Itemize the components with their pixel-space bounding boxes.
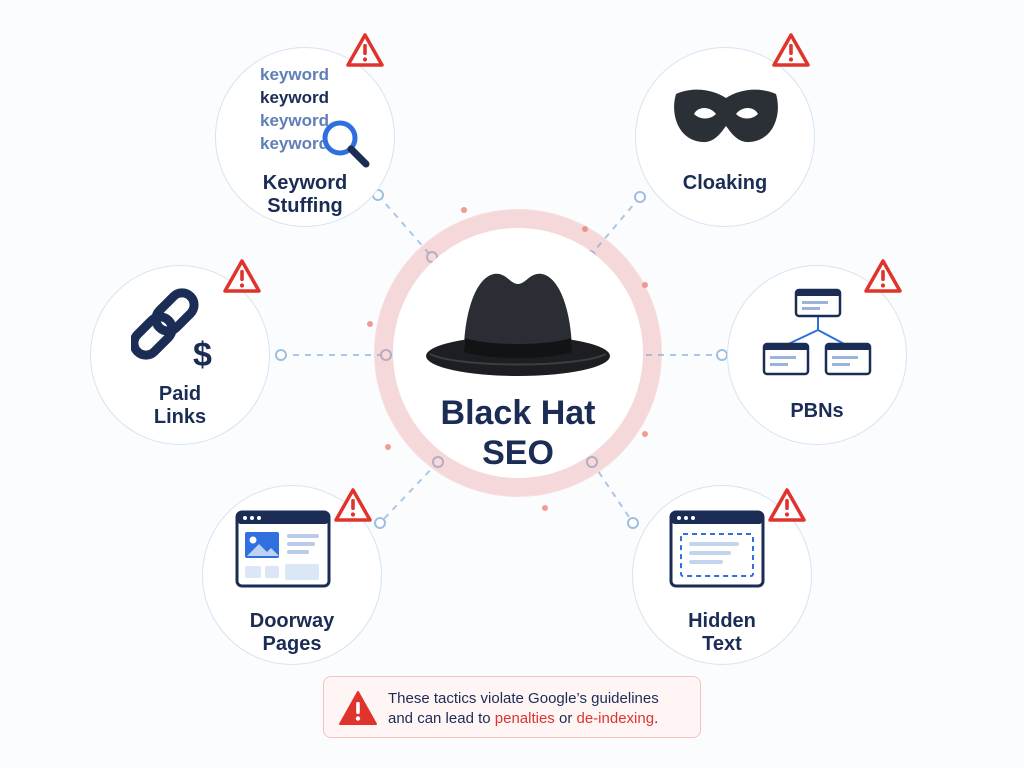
warning-triangle-icon <box>339 691 377 725</box>
keyword-list: keyword keyword keyword keyword <box>260 63 360 163</box>
warning-triangle-icon <box>772 33 810 67</box>
note-line-2-prefix: and can lead to <box>388 710 495 727</box>
connector-cloaking <box>589 196 641 257</box>
connector-doorway-pages <box>379 461 439 524</box>
keyword-text: keyword <box>260 111 329 130</box>
note-line-2: and can lead to penalties or de-indexing… <box>388 709 659 729</box>
node-label: Cloaking <box>682 172 768 194</box>
node-label: PBNs <box>790 400 844 422</box>
warning-triangle-icon <box>346 33 384 67</box>
node-cloaking: Cloaking <box>635 47 815 227</box>
dollar-sign-icon: $ <box>193 336 212 374</box>
warning-note-text: These tactics violate Google’s guideline… <box>388 689 659 729</box>
node-label: Paid Links <box>153 383 207 428</box>
connector-keyword-stuffing <box>377 194 433 258</box>
keyword-text: keyword <box>260 65 329 84</box>
warning-note: These tactics violate Google’s guideline… <box>323 676 701 738</box>
warning-triangle-icon <box>864 259 902 293</box>
network-sites-icon <box>762 288 872 376</box>
chain-link-dollar-icon: $ <box>131 288 212 374</box>
note-end: . <box>654 710 659 727</box>
keyword-text: keyword <box>260 88 329 107</box>
deindexing-text: de-indexing <box>576 710 655 727</box>
node-pbns: PBNs <box>727 265 907 445</box>
connector-hidden-text <box>591 461 634 524</box>
node-doorway-pages: Doorway Pages <box>202 485 382 665</box>
node-hidden-text: Hidden Text <box>632 485 812 665</box>
node-keyword-stuffing: keyword keyword keyword keyword Keyword … <box>215 47 395 227</box>
center-title: Black Hat SEO <box>440 394 596 472</box>
node-label: Doorway Pages <box>249 610 335 655</box>
keyword-text: keyword <box>260 134 329 153</box>
eye-mask-icon <box>674 89 778 143</box>
fedora-hat-icon <box>426 273 610 376</box>
penalties-text: penalties <box>494 710 555 727</box>
node-label: Keyword Stuffing <box>262 172 348 217</box>
webpage-image-icon <box>235 510 331 588</box>
warning-triangle-icon <box>334 488 372 522</box>
note-line-1: These tactics violate Google’s guideline… <box>388 690 659 707</box>
note-or: or <box>554 710 577 727</box>
center-node: Black Hat SEO <box>393 228 643 478</box>
webpage-hidden-text-icon <box>669 510 765 588</box>
node-label: Hidden Text <box>688 610 756 655</box>
node-paid-links: $ Paid Links <box>90 265 270 445</box>
warning-triangle-icon <box>223 259 261 293</box>
magnifying-glass-icon <box>322 120 370 168</box>
decorative-dots <box>367 207 648 511</box>
warning-triangle-icon <box>768 488 806 522</box>
